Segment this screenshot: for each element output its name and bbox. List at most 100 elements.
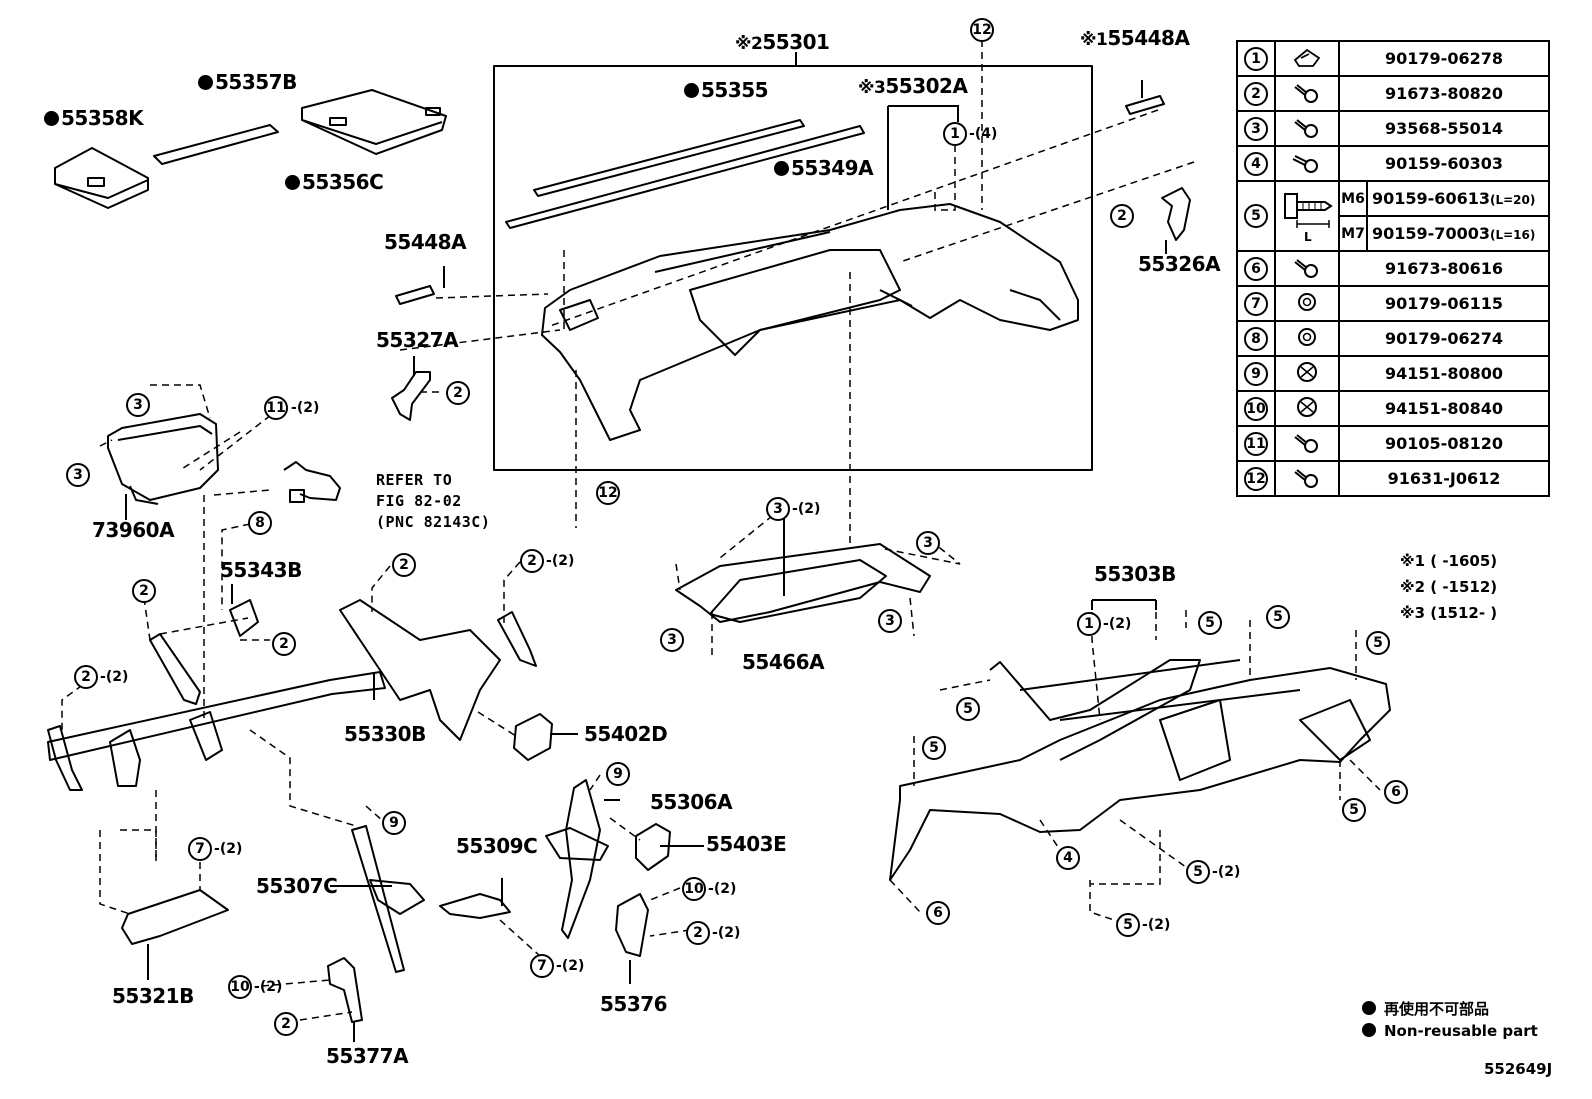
callout-6: 6 bbox=[926, 901, 950, 925]
callout-5: 5 bbox=[1116, 913, 1140, 937]
callout-3: 3 bbox=[878, 609, 902, 633]
callout-2: 2 bbox=[446, 381, 470, 405]
meter-opening bbox=[709, 559, 887, 623]
part-number: 90159-60613(L=20) bbox=[1366, 180, 1550, 217]
qty-2: -(2) bbox=[712, 925, 741, 941]
strip-55357B bbox=[153, 124, 279, 165]
applicability-notes: ※1 ( -1605) ※2 ( -1512) ※3 (1512- ) bbox=[1400, 548, 1497, 626]
table-callout: 3 bbox=[1244, 116, 1268, 141]
label-55301: ※255301 bbox=[735, 30, 830, 54]
table-row: 11 90105-08120 bbox=[1236, 425, 1550, 462]
table-row: 8 90179-06274 bbox=[1236, 320, 1550, 357]
qty-2: -(2) bbox=[556, 958, 585, 974]
qty-4: -(4) bbox=[969, 126, 998, 142]
label-55358K: 55358K bbox=[44, 108, 144, 128]
pad-slot bbox=[329, 117, 347, 126]
qty-2: -(2) bbox=[1142, 917, 1171, 933]
note-mark: ※2 bbox=[735, 34, 763, 54]
qty-2: -(2) bbox=[291, 400, 320, 416]
label-55448A-top: ※155448A bbox=[1080, 26, 1190, 50]
note-mark: ※1 bbox=[1080, 30, 1108, 50]
screw-icon bbox=[1294, 83, 1318, 103]
label-55302A: ※355302A bbox=[858, 74, 968, 98]
label-55306A: 55306A bbox=[650, 790, 733, 814]
panel-vent-line bbox=[654, 231, 831, 273]
bolt-icon bbox=[1284, 193, 1333, 228]
lower-frame-55303B bbox=[889, 667, 1391, 881]
qty-2: -(2) bbox=[254, 979, 283, 995]
callout-3: 3 bbox=[66, 463, 90, 487]
part-number: 91631-J0612 bbox=[1338, 460, 1550, 497]
callout-10: 10 bbox=[682, 877, 706, 901]
table-callout: 12 bbox=[1244, 466, 1268, 491]
part-number: 90159-70003(L=16) bbox=[1366, 215, 1550, 252]
legend-jp: 再使用不可部品 bbox=[1362, 998, 1489, 1019]
label-55377A: 55377A bbox=[326, 1044, 409, 1068]
nut-icon bbox=[1298, 292, 1316, 311]
note-line: ※2 ( -1512) bbox=[1400, 578, 1498, 596]
plug-55448A-top bbox=[1125, 95, 1165, 115]
frame-upper-rail bbox=[989, 659, 1201, 761]
table-callout: 10 bbox=[1244, 396, 1268, 421]
callout-7: 7 bbox=[530, 954, 554, 978]
screw-icon bbox=[1294, 118, 1318, 138]
callout-5: 5 bbox=[922, 736, 946, 760]
label-55326A: 55326A bbox=[1138, 252, 1221, 276]
callout-2: 2 bbox=[132, 579, 156, 603]
reinforcement-beam-55330B bbox=[47, 671, 386, 761]
callout-1: 1 bbox=[943, 122, 967, 146]
non-reusable-dot-icon bbox=[774, 161, 789, 176]
panel-detail bbox=[879, 289, 1061, 321]
non-reusable-dot-icon bbox=[44, 111, 59, 126]
panel-corner-vent bbox=[559, 299, 599, 331]
beam-right-bracket bbox=[497, 611, 537, 667]
callout-7: 7 bbox=[188, 837, 212, 861]
refer-note: REFER TO FIG 82-02 (PNC 82143C) bbox=[376, 470, 490, 533]
bracket-55343B bbox=[229, 599, 259, 637]
bracket-55326A bbox=[1161, 187, 1191, 241]
beam-foot bbox=[189, 711, 223, 761]
table-callout: 4 bbox=[1244, 151, 1268, 176]
label-55327A: 55327A bbox=[376, 328, 459, 352]
illustration-id: 552649J bbox=[1484, 1060, 1553, 1078]
part-number: 90179-06274 bbox=[1338, 320, 1550, 357]
table-row: 9 94151-80800 bbox=[1236, 355, 1550, 392]
airbag-73960A bbox=[107, 413, 219, 501]
duct-55402D bbox=[513, 713, 553, 761]
size-label: M7 bbox=[1338, 215, 1368, 252]
non-reusable-dot-icon bbox=[684, 83, 699, 98]
beam-foot bbox=[109, 729, 141, 787]
bolt-icon bbox=[1294, 433, 1318, 453]
callout-8: 8 bbox=[248, 511, 272, 535]
brace-55307C-plate bbox=[369, 879, 425, 915]
label-55357B: 55357B bbox=[198, 72, 297, 92]
callout-2: 2 bbox=[392, 553, 416, 577]
table-callout: 5 bbox=[1244, 204, 1268, 228]
moulding-55355 bbox=[533, 119, 805, 197]
label-55402D: 55402D bbox=[584, 722, 668, 746]
table-row: 12 91631-J0612 bbox=[1236, 460, 1550, 497]
label-55355: 55355 bbox=[684, 80, 769, 100]
table-row: 3 93568-55014 bbox=[1236, 110, 1550, 147]
instrument-panel-upper bbox=[541, 203, 1079, 441]
callout-2: 2 bbox=[272, 632, 296, 656]
callout-2: 2 bbox=[520, 549, 544, 573]
panel-meter-hood bbox=[689, 249, 901, 356]
non-reusable-dot-icon bbox=[1362, 1023, 1376, 1037]
label-55466A: 55466A bbox=[742, 650, 825, 674]
callout-5: 5 bbox=[1186, 860, 1210, 884]
callout-2: 2 bbox=[686, 921, 710, 945]
qty-2: -(2) bbox=[1212, 864, 1241, 880]
table-row: 7 90179-06115 bbox=[1236, 285, 1550, 322]
label-55376: 55376 bbox=[600, 992, 668, 1016]
non-reusable-dot-icon bbox=[1362, 1001, 1376, 1015]
part-number: 94151-80800 bbox=[1338, 355, 1550, 392]
qty-2: -(2) bbox=[214, 841, 243, 857]
pad-slot bbox=[87, 177, 105, 187]
callout-11: 11 bbox=[264, 396, 288, 420]
table-callout: 6 bbox=[1244, 256, 1268, 281]
label-73960A: 73960A bbox=[92, 518, 175, 542]
bracket-55309C bbox=[439, 893, 511, 919]
note-line: ※3 (1512- ) bbox=[1400, 604, 1498, 622]
